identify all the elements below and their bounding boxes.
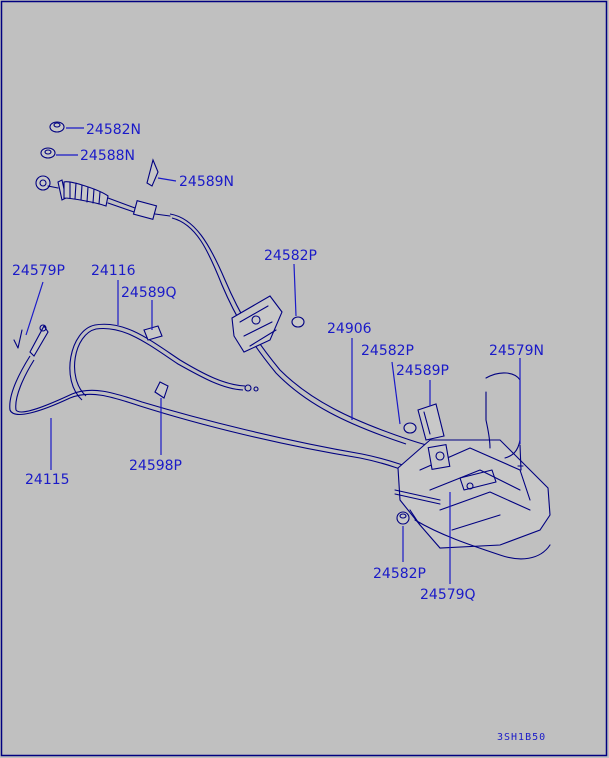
clip-24598P[interactable]	[154, 381, 169, 399]
select-cable-24116[interactable]	[69, 323, 246, 401]
clip-24589Q[interactable]	[143, 325, 163, 341]
label-24582P-mid[interactable]: 24582P	[361, 343, 414, 359]
cable-end-24579P[interactable]	[13, 324, 49, 357]
washer-24588N[interactable]	[40, 147, 56, 159]
label-24116[interactable]: 24116	[91, 263, 136, 279]
leader-lines	[25, 127, 521, 584]
label-24582P-upper[interactable]: 24582P	[264, 248, 317, 264]
nut-24582N[interactable]	[49, 121, 65, 133]
shift-lever-assembly[interactable]	[394, 439, 551, 560]
label-24906[interactable]: 24906	[327, 321, 372, 337]
shift-cable-24906[interactable]	[169, 213, 501, 463]
select-cable-24115[interactable]	[9, 355, 451, 489]
label-24598P[interactable]: 24598P	[129, 458, 182, 474]
label-24589N[interactable]: 24589N	[179, 174, 234, 190]
label-24115[interactable]: 24115	[25, 472, 70, 488]
label-24582P-lower[interactable]: 24582P	[373, 566, 426, 582]
label-24582N[interactable]: 24582N	[86, 122, 141, 138]
label-24579P[interactable]: 24579P	[12, 263, 65, 279]
clip-24589N[interactable]	[146, 158, 159, 187]
label-24588N[interactable]: 24588N	[80, 148, 135, 164]
nut-24582P-mid[interactable]	[403, 422, 417, 434]
clip-24589P[interactable]	[417, 403, 445, 441]
nut-24582P-upper[interactable]	[291, 316, 305, 328]
nut-24582P-lower[interactable]	[396, 511, 410, 525]
diagram-code: 3SH1B50	[497, 732, 546, 743]
pin-24579N[interactable]	[517, 444, 524, 471]
shift-cable-end[interactable]	[35, 175, 171, 221]
cable-bracket-upper[interactable]	[231, 295, 283, 353]
label-24579Q[interactable]: 24579Q	[420, 587, 476, 603]
label-24589Q[interactable]: 24589Q	[121, 285, 177, 301]
label-24579N[interactable]: 24579N	[489, 343, 544, 359]
label-24589P[interactable]: 24589P	[396, 363, 449, 379]
